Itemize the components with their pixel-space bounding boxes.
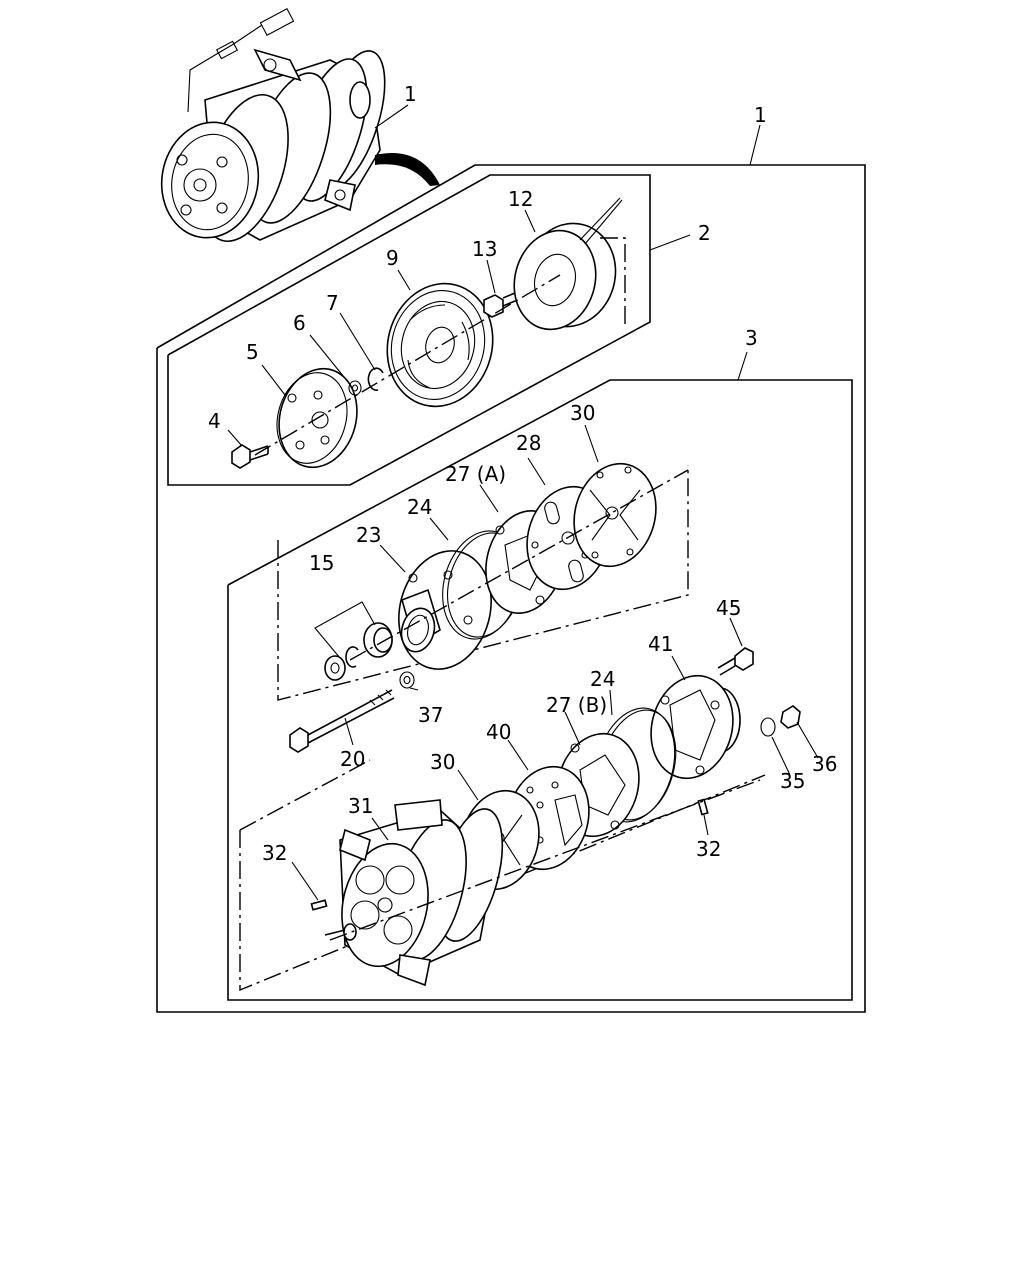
washer-37 <box>399 671 415 689</box>
rear-axis-line <box>329 779 761 941</box>
callout-24-rear: 24 <box>590 667 615 691</box>
bolt-45 <box>717 647 754 676</box>
pin-32-right <box>697 798 709 816</box>
callout-7: 7 <box>326 291 339 315</box>
callout-1-top: 1 <box>404 82 417 106</box>
through-bolt-20 <box>289 689 395 753</box>
o-ring-35 <box>760 717 776 737</box>
shaft-seal-group-15 <box>314 601 393 681</box>
snap-ring-7 <box>367 367 384 392</box>
callout-6: 6 <box>293 311 306 335</box>
assembly-arrow <box>375 153 440 186</box>
front-head-23 <box>398 550 492 670</box>
callout-24-front: 24 <box>407 495 432 519</box>
callout-28: 28 <box>516 431 541 455</box>
rear-head-41 <box>650 674 741 780</box>
pulley-9 <box>386 282 494 408</box>
callout-45: 45 <box>716 596 741 620</box>
callout-30-rear: 30 <box>430 750 455 774</box>
callout-15: 15 <box>309 551 334 575</box>
callout-37: 37 <box>418 703 443 727</box>
callout-32-left: 32 <box>262 841 287 865</box>
callout-9: 9 <box>386 246 399 270</box>
callout-3: 3 <box>745 326 758 350</box>
pin-32-left <box>310 899 328 911</box>
leader-lines <box>227 104 819 901</box>
callout-20: 20 <box>340 747 365 771</box>
callout-4: 4 <box>208 409 221 433</box>
callout-32-right: 32 <box>696 837 721 861</box>
compressor-frame-3 <box>227 379 853 1001</box>
shim-6 <box>348 380 362 396</box>
callout-36: 36 <box>812 752 837 776</box>
cylinder-block-31 <box>324 799 504 987</box>
clutch-frame-2 <box>167 174 651 486</box>
clutch-axis-line <box>254 274 561 456</box>
callout-2: 2 <box>698 221 711 245</box>
rear-group-dashed-frame <box>239 759 766 992</box>
compressor-assembly-illustration <box>160 8 386 243</box>
plug-36 <box>780 705 801 729</box>
field-coil-12 <box>513 197 623 331</box>
callout-27a: 27 (A) <box>445 462 506 486</box>
callout-27b: 27 (B) <box>546 693 607 717</box>
callout-23: 23 <box>356 523 381 547</box>
callout-35: 35 <box>780 769 805 793</box>
front-axis-line <box>349 469 689 661</box>
head-group-dashed-frame <box>277 465 689 701</box>
callout-41: 41 <box>648 632 673 656</box>
callout-40: 40 <box>486 720 511 744</box>
callout-30-front: 30 <box>570 401 595 425</box>
bolt-4 <box>231 444 269 469</box>
assembly-frame-1 <box>156 164 866 1013</box>
callout-31: 31 <box>348 794 373 818</box>
valve-30-front <box>573 462 657 568</box>
callout-13: 13 <box>472 237 497 261</box>
callout-5: 5 <box>246 340 259 364</box>
coil-dashed-bracket <box>600 237 626 325</box>
callout-1-frame: 1 <box>754 103 767 127</box>
callout-12: 12 <box>508 187 533 211</box>
